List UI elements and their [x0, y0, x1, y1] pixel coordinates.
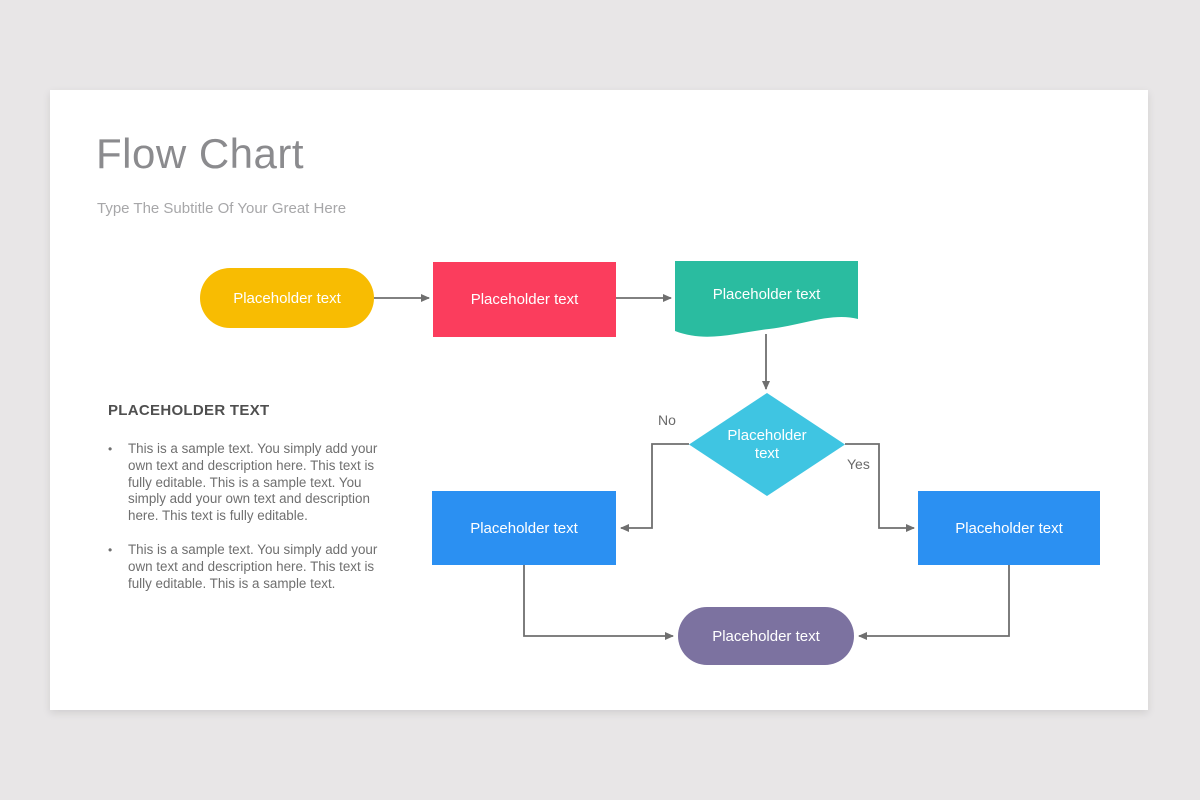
bullet-icon: [108, 542, 128, 592]
description-heading: PLACEHOLDER TEXT: [108, 402, 270, 419]
flowchart-node-decision: Placeholder text: [689, 393, 845, 496]
node-label: Placeholder text: [955, 519, 1063, 537]
node-label: Placeholder text: [712, 286, 821, 303]
flowchart-node-process1: Placeholder text: [433, 262, 616, 337]
arrow-yes-to-end: [858, 565, 1010, 640]
flowchart-node-document: Placeholder text: [675, 261, 858, 338]
node-label: Placeholder text: [233, 289, 341, 307]
bullet-text: This is a sample text. You simply add yo…: [128, 541, 378, 591]
document-shape: [675, 261, 858, 337]
arrow-no-to-end: [523, 565, 674, 640]
node-label: Placeholder text: [470, 519, 578, 537]
edge-label-yes: Yes: [847, 456, 870, 472]
arrow-decision-no: [620, 443, 689, 532]
list-item: This is a sample text. You simply add yo…: [108, 542, 400, 592]
description-block: PLACEHOLDER TEXT This is a sample text. …: [108, 402, 400, 609]
flowchart-node-end: Placeholder text: [678, 607, 854, 665]
node-label: Placeholder text: [727, 426, 807, 462]
flowchart-node-process-yes: Placeholder text: [918, 491, 1100, 565]
page-title: Flow Chart: [96, 130, 305, 177]
flowchart-connectors: [374, 294, 1010, 640]
node-label: Placeholder text: [712, 627, 820, 645]
page-subtitle: Type The Subtitle Of Your Great Here: [97, 200, 347, 217]
bullet-icon: [108, 441, 128, 525]
flowchart-node-process-no: Placeholder text: [432, 491, 616, 565]
bullet-text: This is a sample text. You simply add yo…: [128, 441, 378, 524]
node-label: Placeholder text: [470, 291, 579, 308]
flowchart-node-start: Placeholder text: [200, 268, 374, 328]
list-item: This is a sample text. You simply add yo…: [108, 441, 400, 525]
edge-label-no: No: [658, 412, 676, 428]
slide: Flow Chart Type The Subtitle Of Your Gre…: [50, 90, 1148, 710]
